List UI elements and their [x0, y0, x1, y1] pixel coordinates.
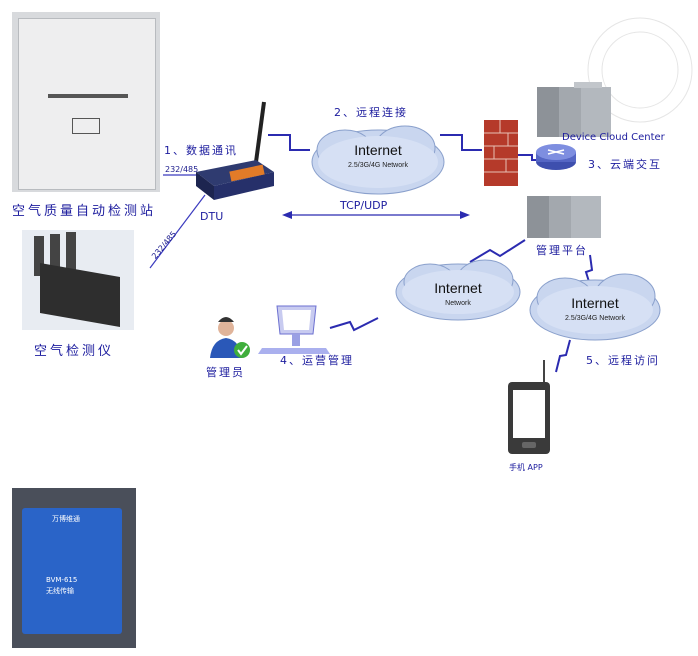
cloud-right-title: Internet: [571, 295, 619, 311]
device-model: BVM-615: [46, 576, 78, 584]
air-station-photo: [12, 12, 160, 192]
cloud-top-sub: 2.5/3G/4G Network: [348, 162, 408, 169]
step-ops-mgmt: 4、运营管理: [280, 354, 354, 367]
mobile-phone-icon: [508, 360, 550, 454]
dtu-device-icon: [196, 101, 274, 200]
mobile-app-label: 手机 APP: [509, 463, 543, 472]
internet-firewall-link: [440, 134, 482, 151]
cloud-top-title: Internet: [354, 142, 402, 158]
air-analyzer-photo: [22, 230, 134, 330]
cloud-center-server-icon: [537, 82, 611, 137]
dtu-internet-link: [268, 134, 310, 151]
dtu-device-photo: 万博维通 BVM-615 无线传输: [12, 488, 136, 648]
cloud-middle-shape: [395, 259, 521, 321]
dtu-link-top-label: 232/485: [165, 165, 199, 174]
step-remote-connect: 2、远程连接: [334, 106, 408, 119]
firewall-icon: [484, 120, 518, 186]
cloud-middle-sub: Network: [445, 300, 471, 307]
mgmt-platform-label: 管理平台: [536, 244, 588, 257]
tcp-udp-label: TCP/UDP: [340, 199, 388, 212]
cloud-top-shape: [311, 125, 445, 195]
device-brand: 万博维通: [52, 515, 80, 523]
step-data-comm: 1、数据通讯: [164, 144, 238, 157]
internet-cloud-right: Internet 2.5/3G/4G Network: [535, 295, 655, 335]
pc-internet-link: [329, 317, 379, 332]
router-icon: [536, 144, 576, 170]
step-cloud-interact: 3、云端交互: [588, 158, 662, 171]
station-label: 空气质量自动检测站: [12, 204, 157, 219]
cloud-right-shape: [529, 273, 661, 341]
platform-internet-link: [469, 239, 526, 263]
cloud-right-sub: 2.5/3G/4G Network: [565, 315, 625, 322]
management-server-icon: [527, 196, 601, 238]
pc-monitor-icon: [258, 305, 330, 354]
analyzer-label: 空气检测仪: [34, 344, 115, 359]
internet-cloud-top: Internet 2.5/3G/4G Network: [318, 140, 438, 180]
admin-label: 管理员: [206, 366, 245, 379]
platform-internet2-link: [584, 254, 594, 286]
dtu-label: DTU: [200, 210, 224, 223]
device-desc: 无线传输: [46, 587, 74, 595]
step-remote-access: 5、远程访问: [586, 354, 660, 367]
cloud-middle-title: Internet: [434, 280, 482, 296]
admin-person-icon: [210, 317, 250, 358]
cloud-center-label: Device Cloud Center: [562, 132, 665, 143]
internet-cloud-middle: Internet Network: [398, 278, 518, 318]
analyzer-dtu-line: [149, 194, 206, 269]
internet-mobile-link: [555, 339, 571, 373]
